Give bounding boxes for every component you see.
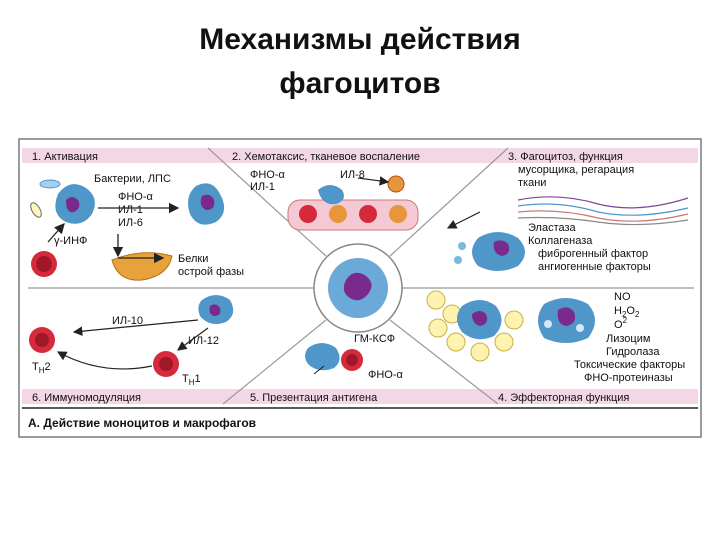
th1-cell-icon xyxy=(153,351,179,377)
section-3-header-line2: мусорщика, регарация xyxy=(518,164,634,176)
phagocytosing-macrophage-icon xyxy=(454,232,525,271)
modulating-macrophage-icon xyxy=(198,295,234,324)
tnf-proteinase-label: ФНО-протеиназы xyxy=(584,372,673,384)
bacteria-icon xyxy=(30,179,61,218)
section-3-header-line3: ткани xyxy=(518,177,546,189)
collagenase-label: Коллагеназа xyxy=(528,235,593,247)
s2-il1-label: ИЛ-1 xyxy=(250,181,275,193)
s5-tnf-label: ФНО-α xyxy=(368,369,404,381)
section-3-header: 3. Фагоцитоз, функция xyxy=(508,151,623,163)
il10-arrow xyxy=(72,319,199,336)
lymphocyte-icon xyxy=(31,251,57,277)
il12-label: ИЛ-12 xyxy=(188,335,219,347)
s2-il8-label: ИЛ-8 xyxy=(340,169,365,181)
tumor-cells-icon xyxy=(426,290,524,362)
fibrogenic-label: фиброгенный фактор xyxy=(538,248,648,260)
central-monocyte xyxy=(313,243,403,333)
tissue-fibers-icon xyxy=(517,196,689,226)
il10-label: ИЛ-10 xyxy=(112,315,143,327)
gamma-inf-label: γ-ИНФ xyxy=(54,235,87,247)
endothelium-icon xyxy=(287,175,419,231)
s2-arrow xyxy=(357,176,390,186)
h2o2-label: H2O2 xyxy=(614,305,640,319)
acute-phase-label-2: острой фазы xyxy=(178,266,244,278)
section-dividers xyxy=(22,147,698,409)
il12-arrow xyxy=(177,327,209,351)
title-line-2: фагоцитов xyxy=(279,67,441,100)
section-6-header: 6. Иммуномодуляция xyxy=(32,392,141,404)
section-2-header: 2. Хемотаксис, тканевое воспаление xyxy=(232,151,420,163)
effector-macrophage-icon xyxy=(538,298,595,343)
header-band-top xyxy=(22,148,698,163)
phagocyte-diagram: 1. Активация 2. Хемотаксис, тканевое вос… xyxy=(18,138,702,438)
section-1-header: 1. Активация xyxy=(32,151,98,163)
gmcsf-label: ГМ-КСФ xyxy=(354,333,395,345)
hydrolase-label: Гидролаза xyxy=(606,346,660,358)
bacteria-label: Бактерии, ЛПС xyxy=(94,173,171,185)
page-title: Механизмы действия фагоцитов xyxy=(0,18,720,106)
il6-label: ИЛ-6 xyxy=(118,217,143,229)
o2-label: O2 xyxy=(614,316,628,331)
elastase-label: Эластаза xyxy=(528,222,577,234)
th2-label: TH2 xyxy=(32,361,51,375)
no-label: NO xyxy=(614,291,631,303)
th1-label: TH1 xyxy=(182,373,201,387)
s3-arrow xyxy=(446,211,481,229)
header-band-bottom xyxy=(22,389,698,404)
title-line-1: Механизмы действия xyxy=(199,23,521,56)
antigen-presenting-cells-icon xyxy=(305,343,363,375)
figure-caption: А. Действие моноцитов и макрофагов xyxy=(28,416,256,430)
s2-tnf-label: ФНО-α xyxy=(250,169,286,181)
il1-label: ИЛ-1 xyxy=(118,204,143,216)
macrophage-cell-icon xyxy=(55,184,95,224)
th1-th2-arrow xyxy=(56,351,153,370)
angiogenic-label: ангиогенные факторы xyxy=(538,261,651,273)
inf-arrow xyxy=(47,223,65,243)
th2-cell-icon xyxy=(29,327,55,353)
acute-phase-label-1: Белки xyxy=(178,253,208,265)
toxic-factors-label: Токсические факторы xyxy=(574,359,685,371)
section-5-header: 5. Презентация антигена xyxy=(250,392,378,404)
lysozyme-label: Лизоцим xyxy=(606,333,650,345)
activated-macrophage-icon xyxy=(188,183,225,225)
section-4-header: 4. Эффекторная функция xyxy=(498,392,629,404)
tnf-alpha-label: ФНО-α xyxy=(118,191,154,203)
